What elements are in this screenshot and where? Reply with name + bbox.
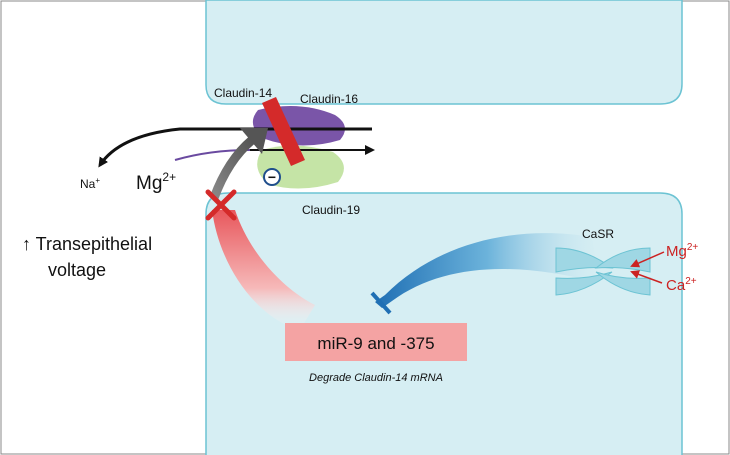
casr-mg-arrow — [630, 251, 665, 268]
na-label: Na+ — [80, 176, 100, 191]
gray-arrowhead — [240, 128, 268, 154]
casr-mg-label: Mg2+ — [666, 242, 698, 260]
negative-charge-icon — [263, 168, 281, 186]
degrade-label: Degrade Claudin-14 mRNA — [309, 372, 443, 384]
minus-sign: − — [268, 169, 276, 185]
voltage-label-line2: voltage — [48, 260, 106, 280]
top-cell — [205, 0, 683, 105]
casr-ca-arrow — [630, 270, 663, 284]
na-flux-arrow — [98, 127, 372, 168]
mg-flux-tail — [174, 149, 372, 161]
block-x-stroke2 — [205, 189, 237, 221]
casr-receptor-icon — [555, 247, 651, 296]
claudin-14-protein — [262, 97, 305, 166]
voltage-label-line1: ↑ Transepithelial — [22, 234, 152, 254]
mirna-box — [285, 323, 467, 361]
mg-label: Mg2+ — [136, 170, 176, 194]
casr-inhibition-arrow — [375, 233, 600, 308]
claudin-14-label: Claudin-14 — [214, 86, 272, 100]
mirna-effect-arrow — [212, 210, 315, 330]
gray-arrow-body — [209, 136, 255, 200]
claudin-19-label: Claudin-19 — [302, 203, 360, 217]
casr-ca-label: Ca2+ — [666, 276, 697, 294]
claudin-16-label: Claudin-16 — [300, 92, 358, 106]
mirna-label: miR-9 and -375 — [317, 334, 434, 353]
inhibition-bar — [370, 291, 392, 315]
casr-label: CaSR — [582, 227, 614, 241]
